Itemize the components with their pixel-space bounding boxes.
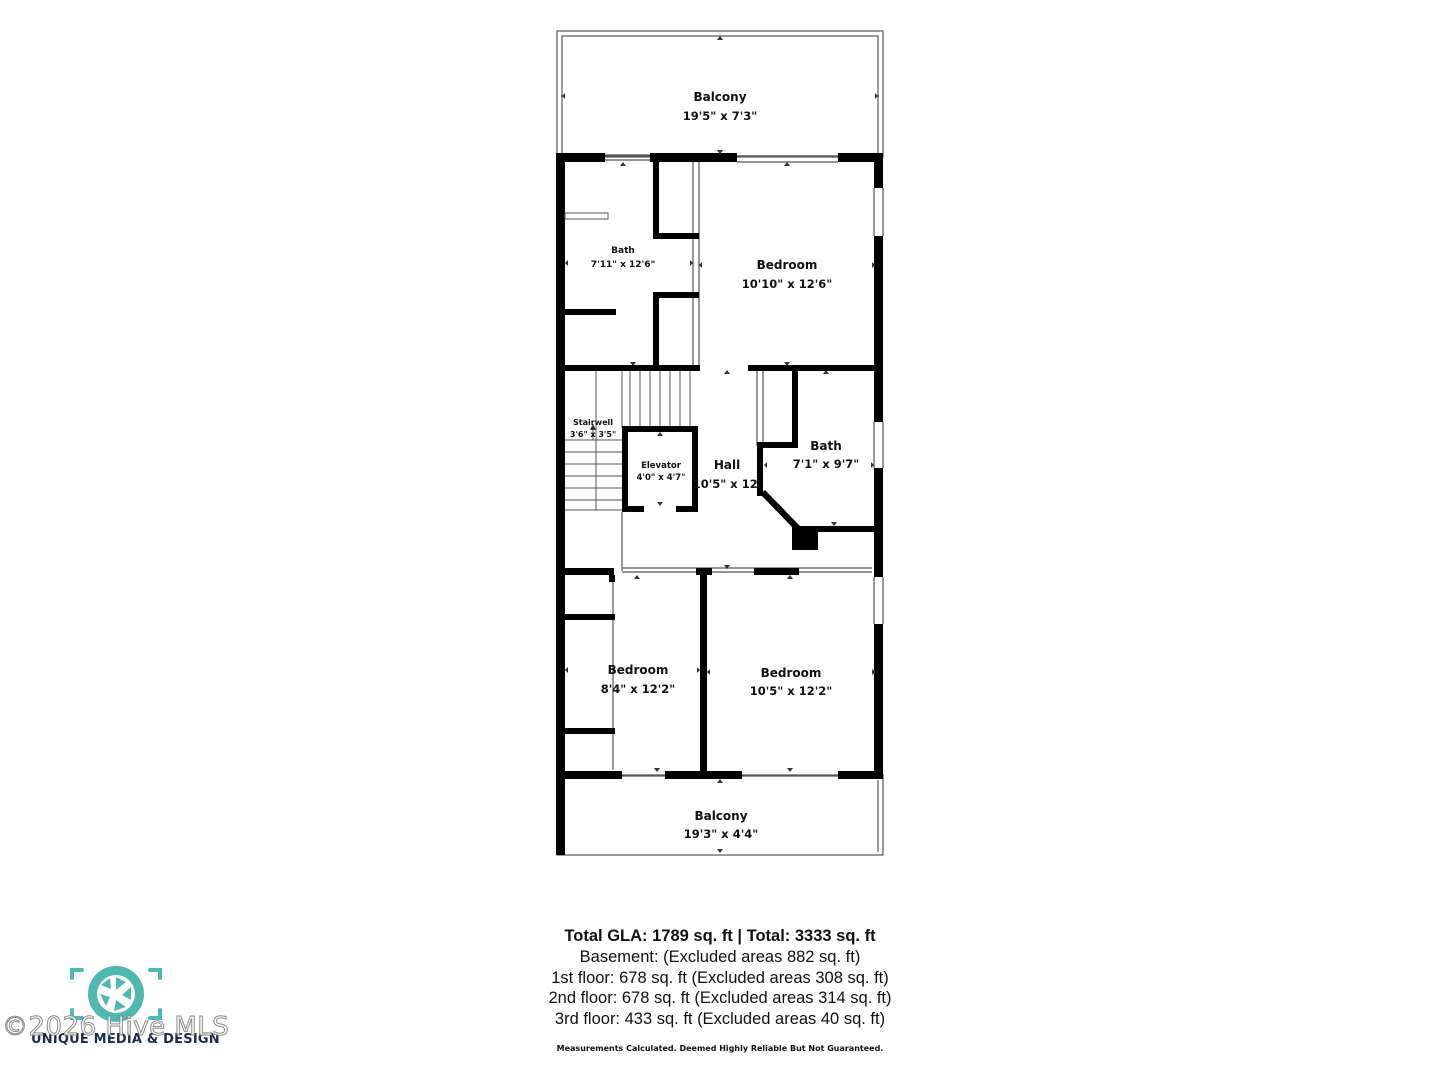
total-area-line: Total GLA: 1789 sq. ft | Total: 3333 sq.… bbox=[564, 927, 876, 945]
stairwell-name: Stairwell bbox=[573, 418, 613, 427]
dimension-ticks bbox=[562, 36, 878, 853]
hall-name: Hall bbox=[714, 458, 740, 472]
camera-aperture-icon bbox=[70, 966, 162, 1022]
bath-left-dims: 7'11" x 12'6" bbox=[591, 260, 656, 270]
bedroom-left-dims: 8'4" x 12'2" bbox=[601, 682, 675, 696]
balcony-bottom-dims: 19'3" x 4'4" bbox=[684, 827, 758, 841]
basement-area-line: Basement: (Excluded areas 882 sq. ft) bbox=[579, 947, 861, 966]
balcony-top-name: Balcony bbox=[693, 90, 746, 104]
bath-left-name: Bath bbox=[611, 246, 635, 256]
stairwell-dims: 3'6" x 3'5" bbox=[570, 430, 616, 439]
floor1-area-line: 1st floor: 678 sq. ft (Excluded areas 30… bbox=[551, 968, 889, 987]
elevator-name: Elevator bbox=[641, 461, 682, 471]
bedroom-right-name: Bedroom bbox=[761, 666, 822, 680]
bath-right-dims: 7'1" x 9'7" bbox=[793, 457, 859, 471]
bath-right-name: Bath bbox=[810, 439, 842, 453]
elevator-dims: 4'0" x 4'7" bbox=[636, 473, 685, 483]
logo-text: UNIQUE MEDIA & DESIGN bbox=[31, 1032, 220, 1047]
floor3-area-line: 3rd floor: 433 sq. ft (Excluded areas 40… bbox=[554, 1010, 886, 1029]
bedroom-top-dims: 10'10" x 12'6" bbox=[742, 277, 832, 291]
thin-outlines bbox=[556, 30, 884, 856]
room-labels: Balcony 19'5" x 7'3" Bath 7'11" x 12'6" … bbox=[570, 90, 859, 841]
hall-dims: 10'5" x 12' bbox=[693, 477, 761, 491]
balcony-top-dims: 19'5" x 7'3" bbox=[683, 109, 757, 123]
stairs bbox=[565, 370, 698, 511]
disclaimer: Measurements Calculated. Deemed Highly R… bbox=[556, 1044, 884, 1053]
walls bbox=[556, 153, 883, 855]
area-summary: Total GLA: 1789 sq. ft | Total: 3333 sq.… bbox=[470, 926, 970, 1030]
balcony-bottom-name: Balcony bbox=[694, 809, 747, 823]
floor2-area-line: 2nd floor: 678 sq. ft (Excluded areas 31… bbox=[548, 989, 892, 1008]
bedroom-top-name: Bedroom bbox=[757, 258, 818, 272]
bedroom-right-dims: 10'5" x 12'2" bbox=[750, 684, 832, 698]
bedroom-left-name: Bedroom bbox=[608, 663, 669, 677]
watermark: ©2026 Hive MLS bbox=[1, 1012, 230, 1043]
